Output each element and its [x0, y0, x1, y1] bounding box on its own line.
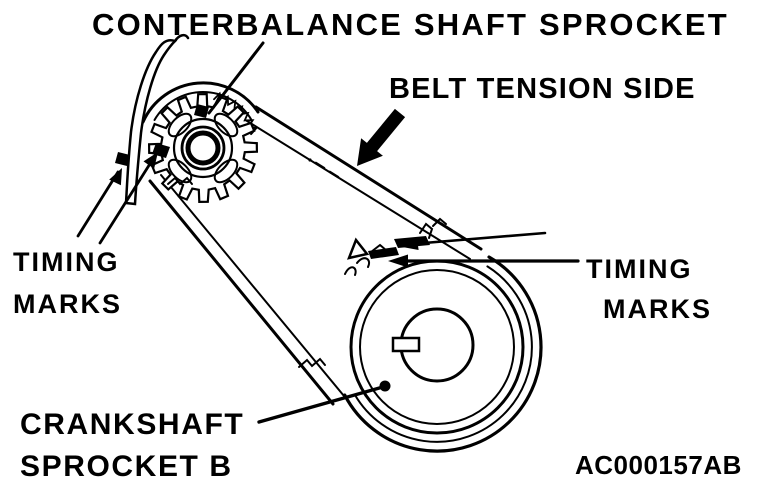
belt-dot-mark [308, 158, 312, 162]
timing-marks-right-line2: MARKS [603, 294, 712, 324]
timing-mark-triangle [346, 237, 370, 260]
timing-marks-label-right: TIMING MARKS [586, 249, 712, 329]
timing-mark-crank-lower [368, 247, 399, 259]
timing-marks-right-line1: TIMING [586, 254, 693, 284]
belt-end-squiggle-tension [419, 217, 447, 239]
sprocket-ring-outer [349, 259, 525, 435]
belt-teeth-squiggle-small [167, 176, 193, 186]
crankshaft-leader-line [257, 385, 385, 424]
timing-marks-left-line1: TIMING [13, 247, 120, 277]
belt-slack-run-outer [148, 179, 335, 406]
hub-bore [185, 130, 221, 166]
timing-mark-top [194, 104, 209, 118]
gear-slot [213, 158, 239, 184]
band-hook [173, 33, 190, 43]
crankshaft-sprocket-b-label: CRANKSHAFT SPROCKET B [20, 404, 244, 484]
timing-right-arrowhead-icon [388, 254, 408, 268]
crankshaft-leader-dot [379, 380, 391, 392]
keyway-notch [391, 336, 421, 353]
belt-wrap-crank-inner [353, 265, 533, 443]
callout-arrows [76, 41, 580, 424]
belt-tension-arrow-icon [357, 108, 406, 166]
gear-slot [167, 112, 193, 138]
hub-ring-mid [180, 125, 226, 171]
timing-right-arrow-line-upper [410, 231, 547, 246]
belt-tension-run-inner [246, 120, 471, 260]
timing-left-arrowhead-icon [143, 152, 158, 169]
timing-left-arrow-line-1 [76, 170, 120, 238]
belt-slack-run-inner [160, 174, 345, 397]
belt-dash-marks [314, 161, 340, 179]
counterbalance-shaft-sprocket-label: CONTERBALANCE SHAFT SPROCKET [92, 7, 729, 42]
timing-left-arrowhead-icon [109, 168, 122, 186]
belt-tension-run-outer [254, 105, 483, 251]
belt-arc-over-counterbalance [141, 81, 260, 124]
crankshaft-label-line1: CRANKSHAFT [20, 408, 245, 441]
timing-right-arrowhead-icon [397, 238, 419, 250]
gear-slot [213, 112, 239, 138]
sprocket-ring-inner [359, 269, 515, 425]
belt-end-squiggle-slack [298, 357, 326, 368]
counterbalance-gear [147, 92, 259, 204]
belt-wrap-crank-outer [343, 255, 543, 453]
timing-mark-band [115, 152, 130, 166]
band-outline [124, 39, 178, 206]
timing-marks-label-left: TIMING MARKS [13, 241, 122, 325]
belt-guard-band [124, 33, 190, 206]
timing-marks-left-line2: MARKS [13, 289, 122, 319]
hub-ring-outer [172, 117, 234, 179]
title-leader-line [207, 41, 265, 115]
timing-left-arrow-line-2 [98, 157, 155, 245]
figure-code: AC000157AB [575, 450, 742, 480]
belt-tension-side-label: BELT TENSION SIDE [389, 73, 696, 105]
crankshaft-label-line2: SPROCKET B [20, 450, 233, 483]
